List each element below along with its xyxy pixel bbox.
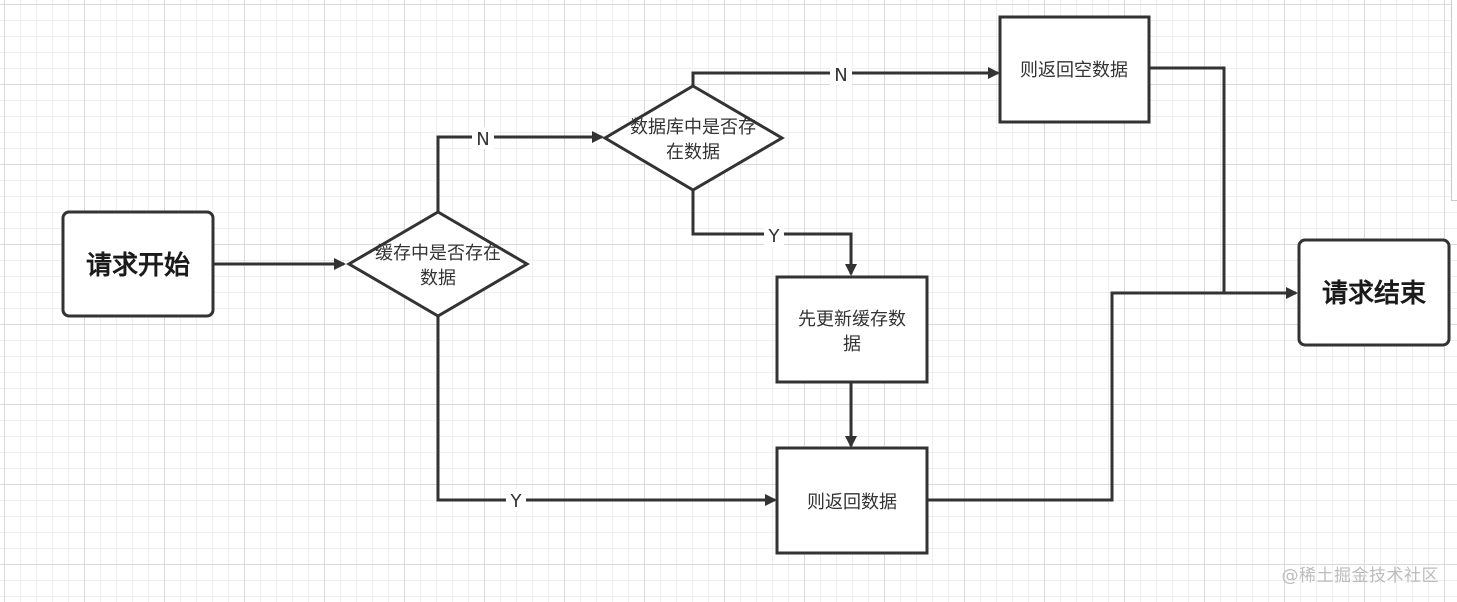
node-return-empty[interactable]: 则返回空数据: [998, 15, 1151, 124]
node-return-data-label: 则返回数据: [807, 492, 897, 513]
node-update-cache-label-line1: 先更新缓存数: [798, 309, 906, 330]
node-return-empty-label: 则返回空数据: [1020, 60, 1128, 81]
edge-return-to-end: [927, 287, 1298, 502]
edge-db-no-to-empty: [691, 67, 1000, 86]
edge-label-db-no: N: [834, 65, 847, 86]
node-end[interactable]: 请求结束: [1297, 238, 1451, 347]
node-update-cache-label-line2: 据: [843, 334, 861, 355]
node-cache-check-label-line2: 数据: [420, 268, 456, 289]
edge-label-db-yes: Y: [768, 226, 781, 247]
node-cache-check[interactable]: 缓存中是否存在 数据: [346, 210, 530, 318]
node-update-cache[interactable]: 先更新缓存数 据: [775, 275, 929, 384]
edge-cache-no-to-db: [436, 131, 604, 212]
node-db-check[interactable]: 数据库中是否存 在数据: [602, 84, 785, 192]
edge-cache-yes-to-return: [436, 316, 777, 506]
node-end-label: 请求结束: [1322, 278, 1427, 309]
scrollbar-edge[interactable]: [1451, 0, 1457, 201]
node-db-check-label-line2: 在数据: [666, 142, 720, 163]
node-cache-check-label-line1: 缓存中是否存在: [375, 243, 501, 264]
node-db-check-label-line1: 数据库中是否存: [630, 117, 756, 138]
edge-empty-to-end: [1149, 66, 1226, 293]
edge-label-cache-no: N: [476, 129, 489, 150]
node-start-label: 请求开始: [86, 251, 190, 281]
node-return-data[interactable]: 则返回数据: [775, 446, 929, 555]
watermark: @稀土掘金技术社区: [1281, 566, 1439, 586]
node-start[interactable]: 请求开始: [61, 210, 215, 318]
edge-label-cache-yes: Y: [510, 491, 523, 512]
